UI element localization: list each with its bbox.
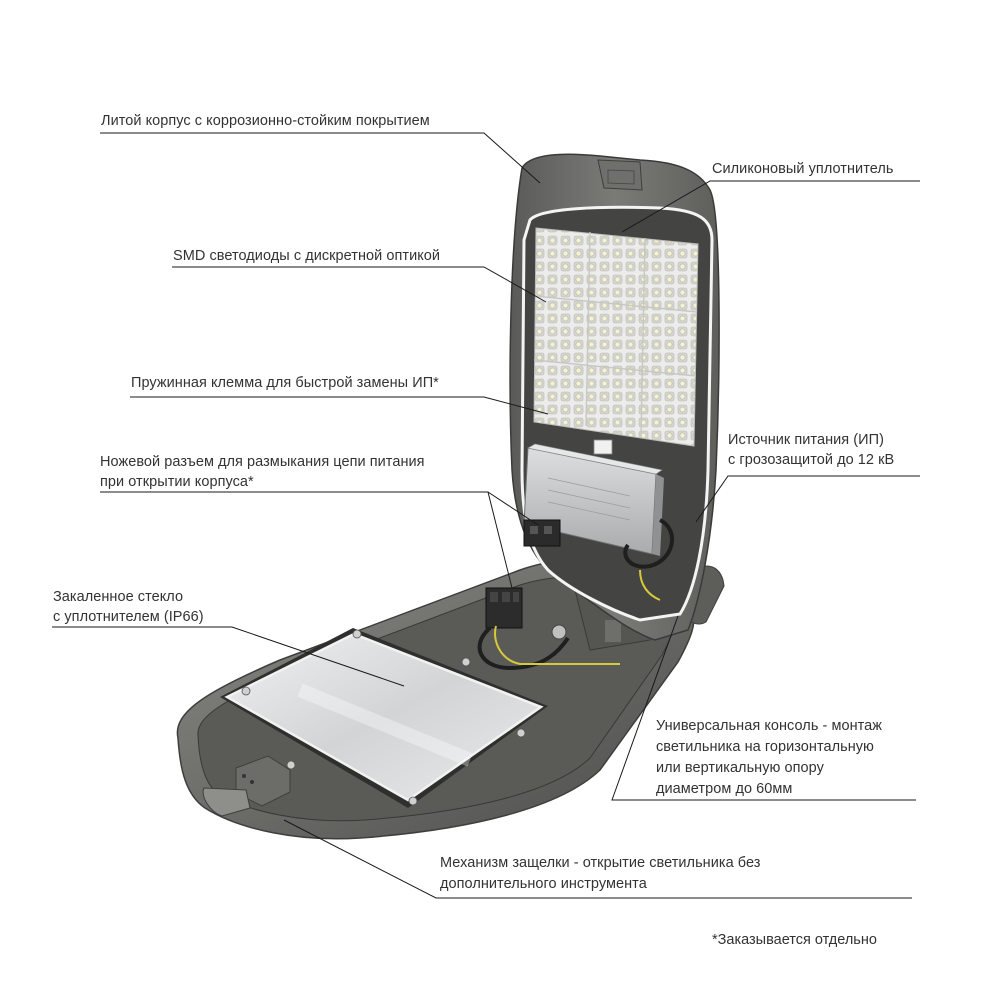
callout-spring-terminal: Пружинная клемма для быстрой замены ИП* xyxy=(131,373,439,393)
leader-bracket xyxy=(611,615,916,801)
callout-housing: Литой корпус с коррозионно-стойким покры… xyxy=(101,111,430,131)
leader-glass xyxy=(52,626,405,687)
callout-latch-line-2: дополнительного инструмента xyxy=(440,876,647,892)
leader-leds xyxy=(172,266,547,303)
leader-knife-connector-2 xyxy=(487,491,539,526)
leader-knife-connector xyxy=(100,491,513,589)
leader-housing xyxy=(100,132,541,184)
callout-latch: Механизм защелки - открытие светильника … xyxy=(440,853,760,895)
upper-lid xyxy=(509,153,720,641)
callout-power-supply-line-2: с грозозащитой до 12 кВ xyxy=(728,452,895,468)
leader-power-supply xyxy=(695,475,920,523)
callout-glass-line-2: с уплотнителем (IP66) xyxy=(53,609,204,625)
callout-glass-line-1: Закаленное стекло xyxy=(53,589,184,605)
callout-bracket: Универсальная консоль - монтаж светильни… xyxy=(656,716,882,800)
footnote: *Заказывается отдельно xyxy=(712,932,877,948)
callout-knife-connector: Ножевой разъем для размыкания цепи питан… xyxy=(100,452,425,492)
callout-spring-terminal-line-1: Пружинная клемма для быстрой замены ИП* xyxy=(131,375,439,391)
callout-bracket-line-1: Универсальная консоль - монтаж xyxy=(656,718,883,734)
leader-spring-terminal xyxy=(130,396,549,415)
callout-seal: Силиконовый уплотнитель xyxy=(712,159,893,179)
callout-knife-connector-line-2: при открытии корпуса* xyxy=(100,474,254,490)
callout-bracket-line-3: или вертикальную опору xyxy=(656,760,824,776)
callout-knife-connector-line-1: Ножевой разъем для размыкания цепи питан… xyxy=(100,454,425,470)
callout-seal-line-1: Силиконовый уплотнитель xyxy=(712,161,894,177)
lower-housing xyxy=(176,558,695,840)
leader-lines xyxy=(52,132,920,899)
leader-seal xyxy=(621,180,920,233)
callout-leds-line-1: SMD светодиоды с дискретной оптикой xyxy=(173,248,441,264)
callout-leds: SMD светодиоды с дискретной оптикой xyxy=(173,246,440,266)
leader-latch xyxy=(283,819,912,899)
callout-power-supply: Источник питания (ИП) с грозозащитой до … xyxy=(728,430,894,470)
callout-glass: Закаленное стекло с уплотнителем (IP66) xyxy=(53,587,204,627)
callout-housing-line-1: Литой корпус с коррозионно-стойким покры… xyxy=(101,113,430,129)
callout-latch-line-1: Механизм защелки - открытие светильника … xyxy=(440,855,761,871)
callout-bracket-line-4: диаметром до 60мм xyxy=(656,781,793,797)
callout-power-supply-line-1: Источник питания (ИП) xyxy=(728,432,884,448)
callout-bracket-line-2: светильника на горизонтальную xyxy=(656,739,874,755)
